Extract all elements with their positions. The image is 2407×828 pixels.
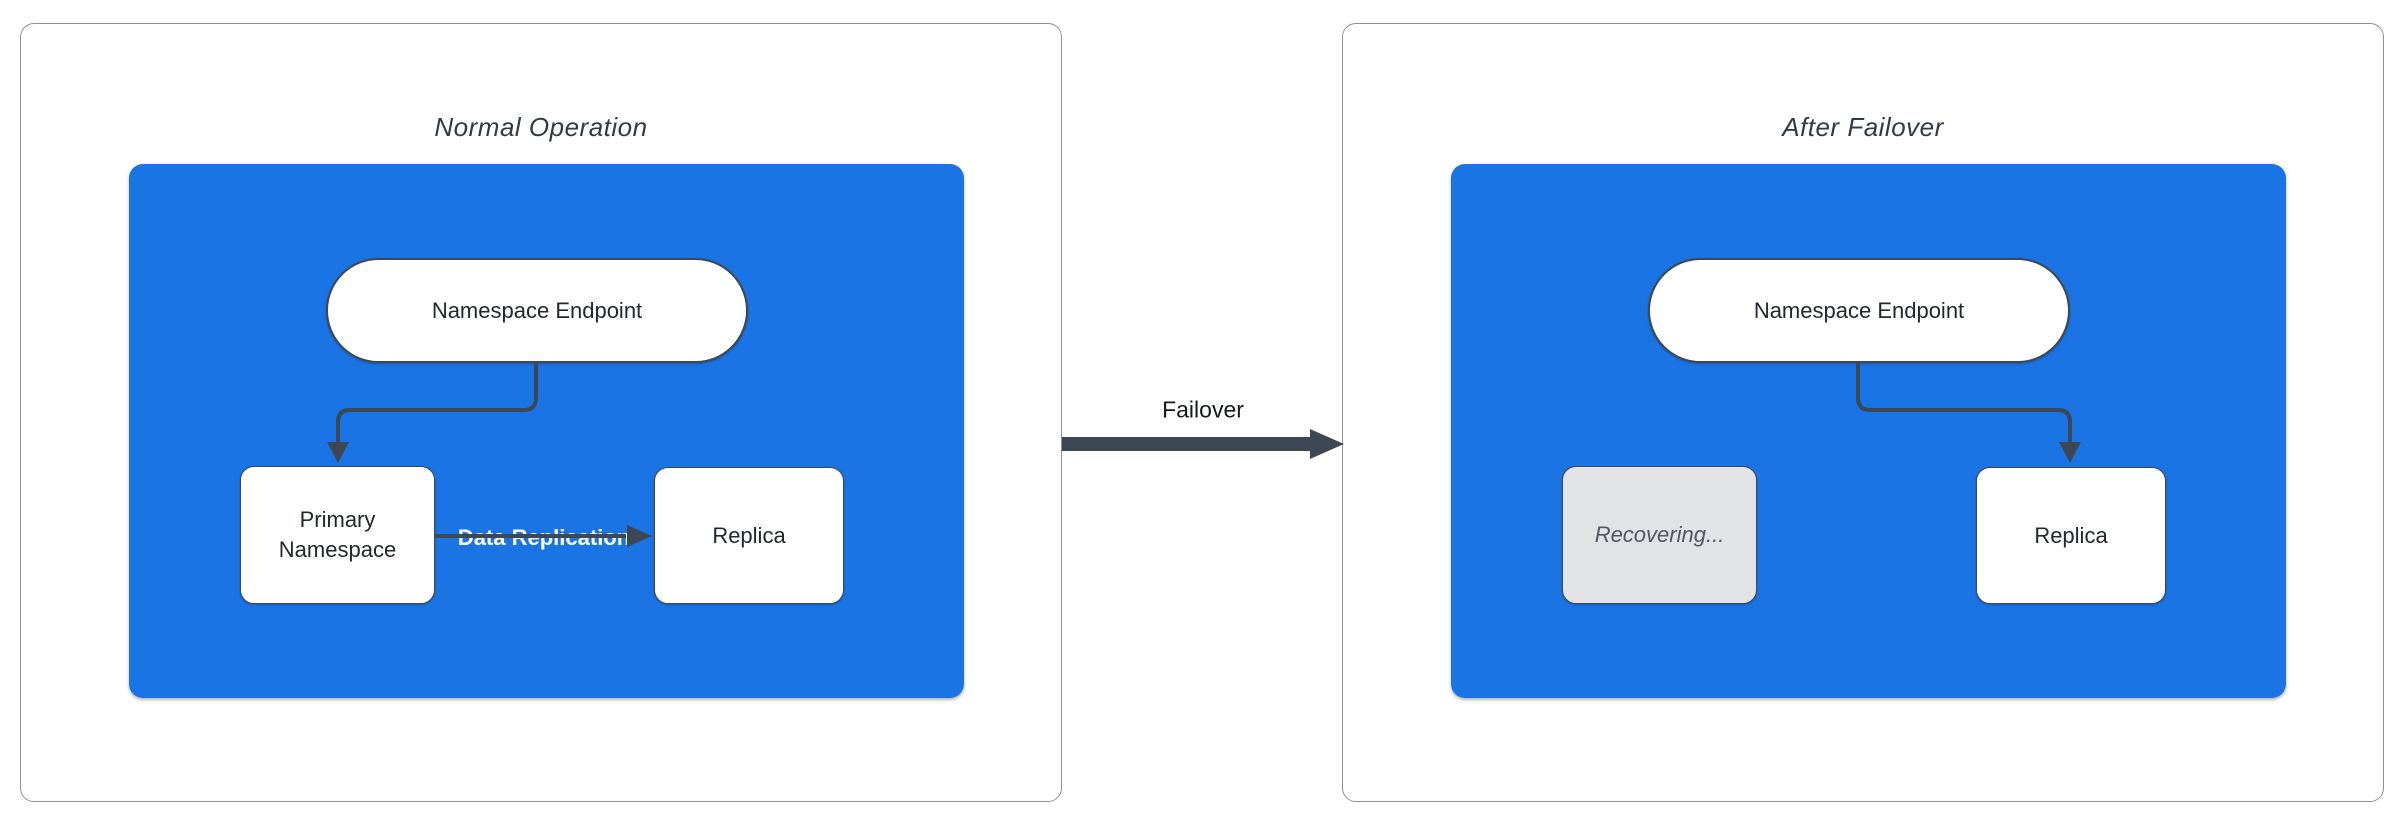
node-label: Recovering... xyxy=(1594,522,1725,548)
node-label: Namespace Endpoint xyxy=(431,297,643,323)
node-label: Namespace Endpoint xyxy=(1753,297,1965,323)
node-namespace-endpoint-normal: Namespace Endpoint xyxy=(326,258,748,363)
panel-title-normal-operation: Normal Operation xyxy=(434,112,648,142)
cluster-normal-operation xyxy=(129,164,964,698)
node-namespace-endpoint-failover: Namespace Endpoint xyxy=(1648,258,2070,363)
panel-normal-operation: Normal Operation Namespace Endpoint Prim… xyxy=(20,23,1062,802)
cluster-after-failover xyxy=(1451,164,2286,698)
node-label: Replica xyxy=(2034,522,2108,548)
edge-label-data-replication: Data Replication xyxy=(451,523,637,553)
failover-arrow-arrowhead xyxy=(1310,429,1344,459)
node-label: Primary Namespace xyxy=(278,507,397,562)
panel-after-failover: After Failover Namespace Endpoint Recove… xyxy=(1342,23,2384,802)
node-primary-namespace: Primary Namespace xyxy=(240,466,435,604)
panel-title-after-failover: After Failover xyxy=(1782,112,1944,142)
node-recovering: Recovering... xyxy=(1562,466,1757,604)
node-replica-normal: Replica xyxy=(654,467,844,604)
node-label: Replica xyxy=(712,522,786,548)
failover-label: Failover xyxy=(1162,396,1244,423)
failover-arrow-shaft xyxy=(1062,437,1312,451)
node-replica-failover: Replica xyxy=(1976,467,2166,604)
